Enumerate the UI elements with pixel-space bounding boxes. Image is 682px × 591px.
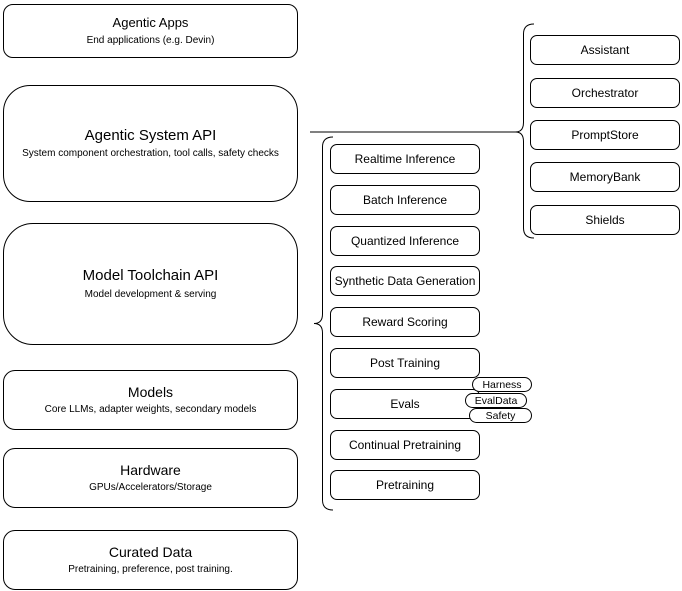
box-subtitle: System component orchestration, tool cal…	[22, 148, 279, 160]
node-reward-scoring: Reward Scoring	[330, 307, 480, 337]
box-subtitle: Model development & serving	[84, 288, 217, 300]
box-subtitle: GPUs/Accelerators/Storage	[89, 482, 212, 494]
node-pretraining: Pretraining	[330, 470, 480, 500]
node-memorybank: MemoryBank	[530, 162, 680, 192]
node-synthetic-data-generation: Synthetic Data Generation	[330, 266, 480, 296]
box-subtitle: Core LLMs, adapter weights, secondary mo…	[44, 404, 257, 416]
node-promptstore: PromptStore	[530, 120, 680, 150]
node-batch-inference: Batch Inference	[330, 185, 480, 215]
box-title: Agentic System API	[84, 126, 217, 144]
node-continual-pretraining: Continual Pretraining	[330, 430, 480, 460]
node-post-training: Post Training	[330, 348, 480, 378]
box-model-toolchain-api: Model Toolchain API Model development & …	[3, 223, 298, 345]
node-evals: Evals	[330, 389, 480, 419]
tag-harness: Harness	[472, 377, 532, 392]
tag-safety: Safety	[469, 408, 532, 423]
box-subtitle: Pretraining, preference, post training.	[68, 564, 233, 576]
box-title: Models	[127, 383, 174, 400]
box-curated-data: Curated Data Pretraining, preference, po…	[3, 530, 298, 590]
box-subtitle: End applications (e.g. Devin)	[86, 34, 215, 46]
node-shields: Shields	[530, 205, 680, 235]
box-agentic-system-api: Agentic System API System component orch…	[3, 85, 298, 202]
node-quantized-inference: Quantized Inference	[330, 226, 480, 256]
box-title: Agentic Apps	[112, 15, 189, 31]
tag-evaldata: EvalData	[465, 393, 527, 408]
node-orchestrator: Orchestrator	[530, 78, 680, 108]
box-models: Models Core LLMs, adapter weights, secon…	[3, 370, 298, 430]
box-title: Curated Data	[108, 543, 193, 560]
box-hardware: Hardware GPUs/Accelerators/Storage	[3, 448, 298, 508]
node-realtime-inference: Realtime Inference	[330, 144, 480, 174]
node-assistant: Assistant	[530, 35, 680, 65]
box-agentic-apps: Agentic Apps End applications (e.g. Devi…	[3, 4, 298, 58]
box-title: Hardware	[120, 461, 181, 478]
box-title: Model Toolchain API	[82, 267, 219, 285]
